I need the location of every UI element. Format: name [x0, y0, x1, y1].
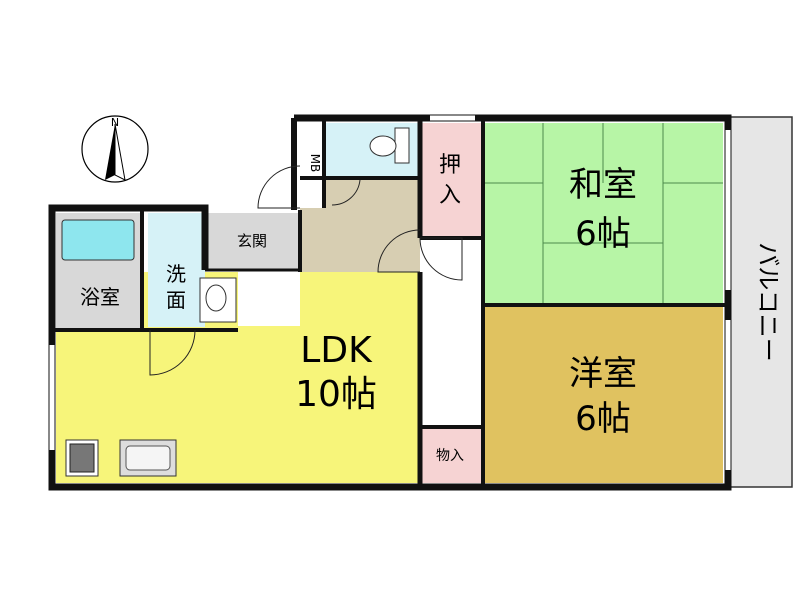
oshiire-label-bottom: 入 [439, 183, 461, 208]
youshitsu-room [483, 307, 723, 483]
balcony-label: バルコニー [754, 242, 782, 362]
oshiire-room [420, 123, 483, 238]
mb-label: MB [308, 154, 322, 173]
tatami-lines [483, 123, 723, 303]
youshitsu-size: 6帖 [575, 399, 631, 439]
compass-needle-right [114, 123, 126, 181]
mb-closet [298, 123, 324, 208]
washbasin [199, 277, 237, 323]
balcony-area [727, 116, 793, 488]
door-swings [149, 165, 463, 376]
youshitsu-name: 洋室 [569, 354, 637, 394]
kitchen-sink [119, 439, 177, 477]
senmen-label-bottom: 面 [166, 288, 186, 312]
compass: N [81, 115, 149, 183]
genkan-room [205, 213, 300, 270]
bathtub [61, 219, 135, 261]
kitchen-stove [65, 439, 99, 477]
senmen-label-top: 洗 [166, 262, 186, 286]
oshiire-label-top: 押 [439, 153, 461, 178]
toilet [369, 127, 410, 164]
windows [49, 115, 731, 470]
washitsu-size: 6帖 [575, 214, 631, 254]
ldk-size: 10帖 [295, 374, 377, 415]
genkan-label: 玄関 [237, 232, 267, 250]
compass-needle-left [105, 124, 115, 180]
monoire-room [420, 427, 483, 483]
ldk-name: LDK [300, 330, 373, 371]
north-label: N [111, 116, 119, 129]
compass-circle [81, 115, 149, 183]
senmen-room [148, 213, 205, 327]
ldk-room [56, 272, 420, 483]
washitsu-name: 和室 [569, 165, 637, 205]
monoire-label: 物入 [436, 448, 464, 464]
yokushitsu-label: 浴室 [80, 285, 120, 309]
